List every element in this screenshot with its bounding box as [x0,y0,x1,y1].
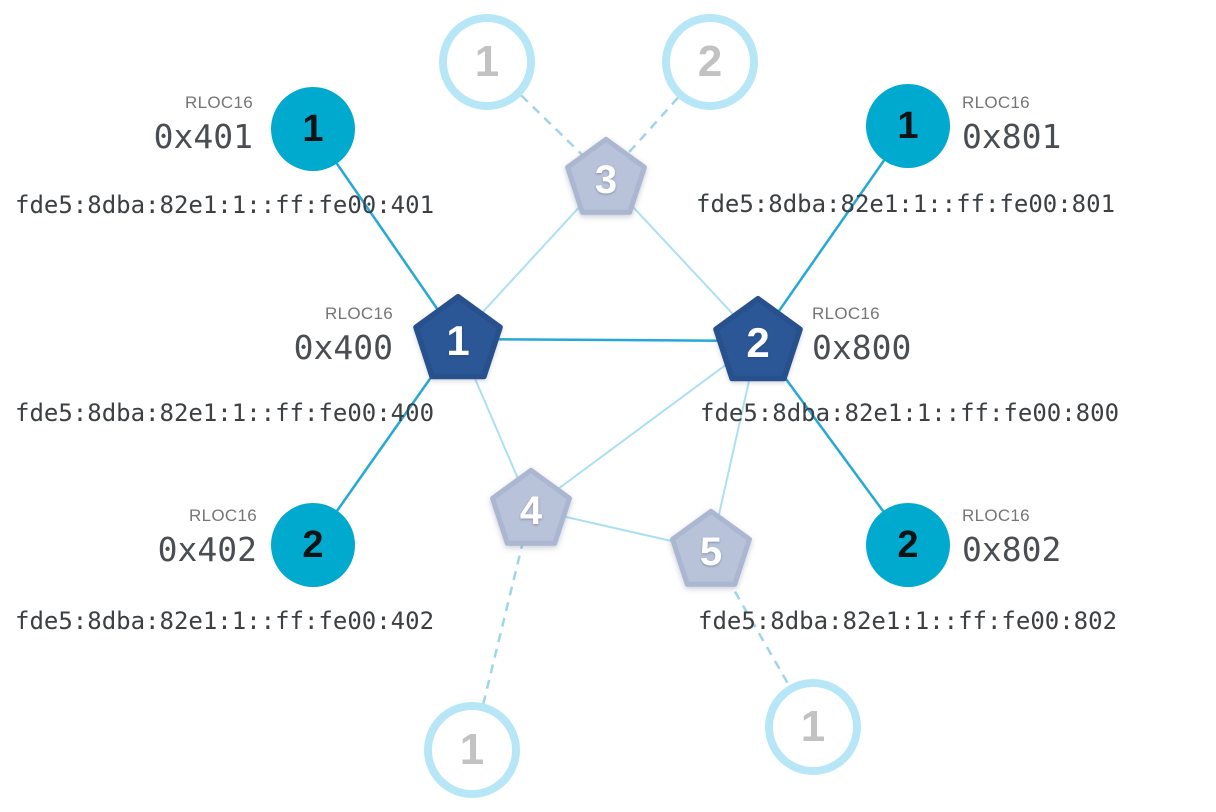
rloc-block-0x400: RLOC16 0x400 [193,303,393,367]
node-number: 1 [800,702,826,751]
ipv6-address-0x400: fde5:8dba:82e1:1::ff:fe00:400 [15,399,435,427]
node-number: 1 [446,317,470,364]
node-number: 2 [302,523,324,566]
rloc16-value: 0x401 [153,117,253,156]
ipv6-address-0x801: fde5:8dba:82e1:1::ff:fe00:801 [696,190,1116,218]
faded-child-node-top-1[interactable]: 1 [439,14,535,110]
rloc16-value: 0x800 [812,328,912,367]
rloc16-label: RLOC16 [185,93,253,112]
rloc-block-0x402: RLOC16 0x402 [57,505,257,569]
rloc-block-0x801: RLOC16 0x801 [962,92,1061,156]
ipv6-address-0x802: fde5:8dba:82e1:1::ff:fe00:802 [698,607,1118,635]
rloc16-value: 0x801 [962,117,1062,156]
pentagon-icon [490,467,572,546]
router-node-4-inactive[interactable]: 4 [487,467,575,551]
child-node-0x801[interactable]: 1 [866,84,950,168]
node-number: 2 [746,319,770,366]
rloc16-value: 0x802 [962,530,1062,569]
pentagon-shape [490,467,572,546]
router-node-0x400[interactable]: 1 [410,293,506,385]
pentagon-shape [413,293,503,380]
ipv6-address-0x402: fde5:8dba:82e1:1::ff:fe00:402 [15,607,435,635]
ipv6-address-0x401: fde5:8dba:82e1:1::ff:fe00:401 [15,191,435,219]
rloc16-label: RLOC16 [325,304,393,323]
link-faded_top1-router3 [486,61,607,179]
rloc16-label: RLOC16 [812,304,880,323]
pentagon-icon [713,295,803,382]
rloc16-value: 0x400 [293,328,393,367]
pentagon-icon [413,293,503,380]
node-number: 4 [519,488,543,533]
link-router1-child401 [311,128,460,340]
pentagon-shape [565,136,647,215]
rloc-block-0x800: RLOC16 0x800 [812,303,911,367]
node-number: 1 [459,725,485,774]
node-number: 5 [699,529,723,574]
faded-child-node-bottom-1[interactable]: 1 [424,702,520,798]
router-node-0x800[interactable]: 2 [710,295,806,387]
node-number: 1 [302,107,324,150]
link-router2-router4 [530,340,759,510]
node-number: 1 [897,104,919,147]
child-node-0x802[interactable]: 2 [866,503,950,587]
link-router1-router2 [457,337,759,343]
router-node-3-inactive[interactable]: 3 [562,136,650,220]
ipv6-address-0x800: fde5:8dba:82e1:1::ff:fe00:800 [700,399,1120,427]
child-node-0x401[interactable]: 1 [271,87,355,171]
node-number: 1 [474,37,500,86]
router-node-5-inactive[interactable]: 5 [667,508,755,592]
rloc16-value: 0x402 [157,530,257,569]
node-number: 2 [697,37,723,86]
pentagon-shape [713,295,803,382]
rloc-block-0x802: RLOC16 0x802 [962,505,1061,569]
faded-child-node-bottom-2[interactable]: 1 [765,679,861,775]
faded-child-node-top-2[interactable]: 2 [662,14,758,110]
node-number: 2 [897,523,919,566]
pentagon-icon [670,508,752,587]
pentagon-icon [565,136,647,215]
pentagon-shape [670,508,752,587]
node-number: 3 [594,157,618,202]
child-node-0x402[interactable]: 2 [271,503,355,587]
rloc16-label: RLOC16 [189,506,257,525]
rloc16-label: RLOC16 [962,506,1030,525]
rloc-block-0x401: RLOC16 0x401 [53,92,253,156]
rloc16-label: RLOC16 [962,93,1030,112]
link-router2-child801 [756,125,910,342]
